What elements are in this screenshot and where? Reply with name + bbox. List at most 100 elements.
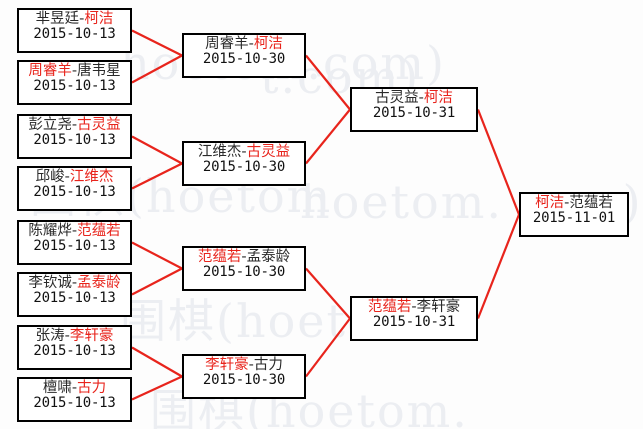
connector-line xyxy=(131,267,183,296)
player-right: 古力 xyxy=(77,380,107,396)
connector-line xyxy=(305,54,351,111)
match-players: 范蕴若-孟泰龄 xyxy=(184,250,304,265)
player-right: 范蕴若 xyxy=(77,223,121,239)
connector-line xyxy=(305,267,351,320)
player-right: 古灵益 xyxy=(246,144,291,160)
match-players: 柯洁-范蕴若 xyxy=(521,196,627,211)
match-players: 范蕴若-李轩豪 xyxy=(352,300,476,315)
player-right: 李轩豪 xyxy=(416,299,461,315)
player-separator: - xyxy=(71,380,78,396)
player-separator: - xyxy=(64,328,70,344)
player-left: 邱峻 xyxy=(35,169,65,185)
player-left: 彭立尧 xyxy=(28,117,72,133)
match-players: 陈耀烨-范蕴若 xyxy=(19,224,130,239)
connector-line xyxy=(476,214,521,319)
player-left: 李轩豪 xyxy=(205,357,249,373)
match-players: 古灵益-柯洁 xyxy=(352,91,476,106)
player-left: 芈昱廷 xyxy=(35,11,80,27)
player-left: 张涛 xyxy=(35,328,65,344)
connector-line xyxy=(131,29,183,57)
player-separator: - xyxy=(248,357,254,373)
match-date: 2015-10-13 xyxy=(33,342,116,359)
player-right: 柯洁 xyxy=(253,36,283,52)
player-left: 古灵益 xyxy=(375,90,419,106)
match-players: 周睿羊-柯洁 xyxy=(184,37,304,52)
player-separator: - xyxy=(71,223,78,239)
player-separator: - xyxy=(64,169,70,185)
player-right: 孟泰龄 xyxy=(77,275,121,291)
player-separator: - xyxy=(248,36,254,52)
match-players: 芈昱廷-柯洁 xyxy=(19,12,130,27)
player-left: 周睿羊 xyxy=(205,36,249,52)
player-separator: - xyxy=(241,144,247,160)
match-date: 2015-10-30 xyxy=(202,50,286,67)
connector-line xyxy=(131,241,183,270)
player-separator: - xyxy=(241,249,247,265)
player-right: 唐韦星 xyxy=(77,63,121,79)
player-right: 李轩豪 xyxy=(69,328,114,344)
match-date: 2015-10-13 xyxy=(33,289,116,306)
connector-line xyxy=(131,162,183,190)
connector-line xyxy=(476,109,521,215)
match-players: 李钦诚-孟泰龄 xyxy=(19,276,130,291)
player-separator: - xyxy=(79,11,85,27)
match-players: 周睿羊-唐韦星 xyxy=(19,64,130,79)
player-left: 檀啸 xyxy=(42,380,72,396)
match-players: 江维杰-古灵益 xyxy=(184,145,304,160)
match-date: 2015-10-13 xyxy=(33,237,116,254)
player-left: 柯洁 xyxy=(535,195,565,211)
match-date: 2015-10-13 xyxy=(33,394,116,411)
player-right: 柯洁 xyxy=(84,11,114,27)
match-players: 张涛-李轩豪 xyxy=(19,329,130,344)
player-separator: - xyxy=(71,63,78,79)
connector-line xyxy=(131,54,183,84)
connector-line xyxy=(131,135,183,165)
match-date: 2015-10-13 xyxy=(33,25,116,42)
connector-line xyxy=(131,375,183,401)
player-separator: - xyxy=(411,299,417,315)
match-date: 2015-11-01 xyxy=(532,209,616,226)
match-date: 2015-10-30 xyxy=(202,371,286,388)
player-separator: - xyxy=(71,275,78,291)
match-date: 2015-10-13 xyxy=(33,183,116,200)
match-date: 2015-10-13 xyxy=(33,131,116,148)
match-players: 邱峻-江维杰 xyxy=(19,170,130,185)
player-right: 柯洁 xyxy=(423,90,453,106)
match-players: 李轩豪-古力 xyxy=(184,358,304,373)
player-right: 古灵益 xyxy=(77,117,121,133)
player-right: 江维杰 xyxy=(69,169,114,185)
player-separator: - xyxy=(564,195,570,211)
player-right: 范蕴若 xyxy=(569,195,613,211)
player-separator: - xyxy=(71,117,78,133)
player-left: 李钦诚 xyxy=(28,275,72,291)
connector-line xyxy=(131,346,183,378)
match-date: 2015-10-30 xyxy=(202,263,286,280)
match-date: 2015-10-31 xyxy=(372,313,456,330)
connector-line xyxy=(305,317,351,378)
player-right: 孟泰龄 xyxy=(246,249,291,265)
match-date: 2015-10-13 xyxy=(33,77,116,94)
match-players: 檀啸-古力 xyxy=(19,381,130,396)
match-players: 彭立尧-古灵益 xyxy=(19,118,130,133)
player-right: 古力 xyxy=(253,357,283,373)
player-left: 陈耀烨 xyxy=(28,223,72,239)
player-separator: - xyxy=(418,90,424,106)
match-date: 2015-10-30 xyxy=(202,158,286,175)
match-date: 2015-10-31 xyxy=(372,104,456,121)
